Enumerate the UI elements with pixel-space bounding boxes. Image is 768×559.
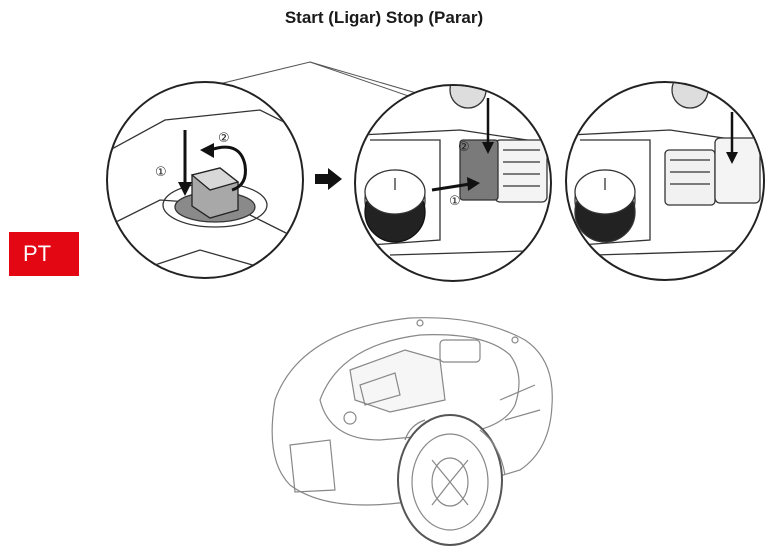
step-2-label: ② (218, 131, 230, 146)
arrow-right-icon (315, 168, 342, 190)
switch-insert-circle: ② ① (355, 72, 560, 281)
knob-close-up-circle: ① ② (107, 82, 310, 278)
step-2-label-b: ② (458, 140, 470, 155)
robotic-mower-illustration (272, 318, 552, 545)
switch-locked-circle (566, 72, 768, 280)
step-1-label: ① (155, 165, 167, 180)
step-1-label-b: ① (449, 194, 461, 209)
